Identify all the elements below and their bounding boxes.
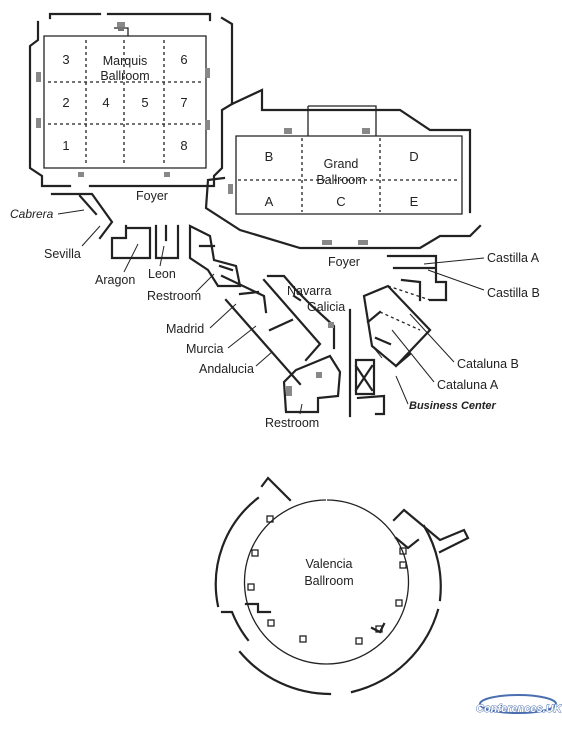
- castilla-b-label: Castilla B: [487, 286, 540, 300]
- marquis-section-3: 3: [62, 52, 69, 67]
- marquis-section-8: 8: [180, 138, 187, 153]
- marquis-ballroom[interactable]: [28, 12, 234, 188]
- east-wing: [348, 254, 448, 418]
- castilla-a-label: Castilla A: [487, 251, 540, 265]
- restroom-west-label: Restroom: [147, 289, 201, 303]
- restroom-south-label: Restroom: [265, 416, 319, 430]
- business-center-label: Business Center: [409, 400, 497, 412]
- valencia-ballroom[interactable]: [214, 476, 470, 696]
- cabrera-label: Cabrera: [10, 207, 54, 221]
- grand-section-c: C: [336, 194, 345, 209]
- grand-section-d: D: [409, 149, 418, 164]
- cataluna-b-label: Cataluna B: [457, 357, 519, 371]
- navarra-label: Navarra: [287, 284, 332, 298]
- marquis-section-1: 1: [62, 138, 69, 153]
- sevilla-label: Sevilla: [44, 247, 81, 261]
- marquis-title-line2: Ballroom: [100, 69, 149, 83]
- galicia-label: Galicia: [307, 300, 345, 314]
- madrid-label: Madrid: [166, 322, 204, 336]
- marquis-section-6: 6: [180, 52, 187, 67]
- conferences-uk-logo-text: Conferences.UK: [476, 703, 562, 715]
- valencia-title-line1: Valencia: [305, 557, 352, 571]
- grand-section-a: A: [265, 194, 274, 209]
- andalucia-label: Andalucia: [199, 362, 254, 376]
- valencia-title-line2: Ballroom: [304, 574, 353, 588]
- leon-label: Leon: [148, 267, 176, 281]
- marquis-section-7: 7: [180, 95, 187, 110]
- aragon-label: Aragon: [95, 273, 135, 287]
- grand-title-line2: Ballroom: [316, 173, 365, 187]
- conferences-uk-logo: Conferences.UK: [476, 694, 562, 715]
- marquis-section-2: 2: [62, 95, 69, 110]
- marquis-title-line1: Marquis: [103, 54, 147, 68]
- marquis-foyer-label: Foyer: [136, 189, 168, 203]
- marquis-section-5: 5: [141, 95, 148, 110]
- cataluna-a-label: Cataluna A: [437, 378, 499, 392]
- west-wing: [50, 192, 342, 414]
- grand-foyer-label: Foyer: [328, 255, 360, 269]
- grand-ballroom[interactable]: [204, 88, 482, 250]
- grand-section-e: E: [410, 194, 419, 209]
- murcia-label: Murcia: [186, 342, 224, 356]
- grand-section-b: B: [265, 149, 274, 164]
- marquis-section-4: 4: [102, 95, 109, 110]
- grand-title-line1: Grand: [324, 157, 359, 171]
